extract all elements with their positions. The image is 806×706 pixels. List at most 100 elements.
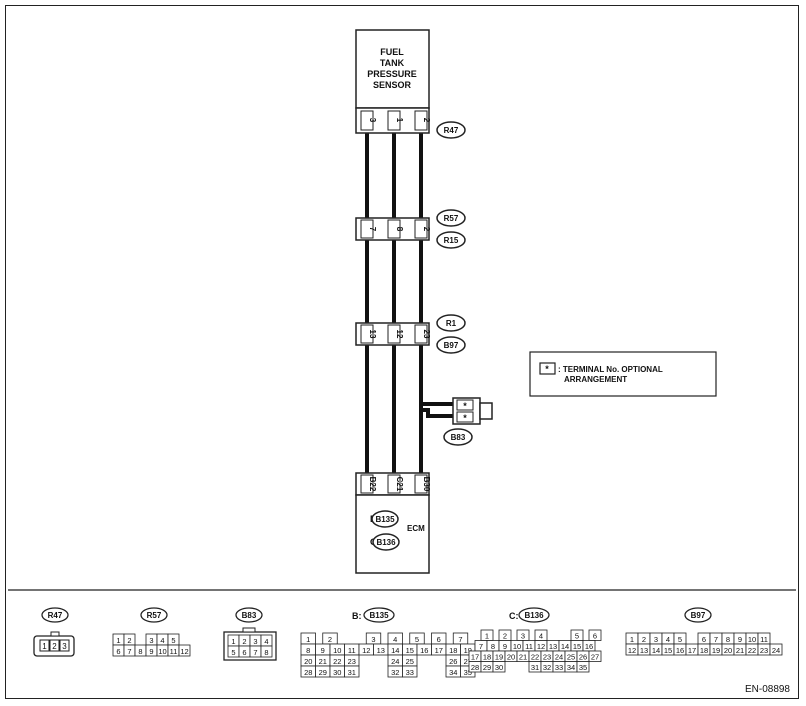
pin-number: 10 bbox=[158, 647, 166, 656]
pin-number: 5 bbox=[231, 648, 235, 657]
bottom-b83-tag bbox=[235, 607, 263, 623]
pin-number: 22 bbox=[748, 646, 756, 655]
pin-number: 8 bbox=[264, 648, 268, 657]
pin-number: 4 bbox=[160, 636, 164, 645]
ecm-pin-1: B22 bbox=[368, 477, 377, 492]
pin-number: 4 bbox=[666, 635, 670, 644]
face-pin: 3 bbox=[62, 642, 67, 651]
r1-tag-label: R1 bbox=[446, 319, 457, 328]
legend-text-1: : TERMINAL No. OPTIONAL bbox=[558, 365, 663, 374]
bottom-r47-label: R47 bbox=[48, 611, 63, 620]
ecm-b135-tag bbox=[371, 510, 399, 528]
pin-number: 34 bbox=[449, 668, 457, 677]
pin-number: 35 bbox=[464, 668, 472, 677]
pin-number: 30 bbox=[495, 663, 503, 672]
pin-number: 25 bbox=[567, 653, 575, 662]
connector-r47: 3 1 2 bbox=[355, 107, 431, 134]
pin-number: 3 bbox=[521, 632, 525, 641]
pin-number: 6 bbox=[702, 635, 706, 644]
r57-tag bbox=[436, 209, 466, 227]
ecm-pin-2: C21 bbox=[395, 477, 404, 492]
pin-number: 29 bbox=[319, 668, 327, 677]
pin-number: 7 bbox=[127, 647, 131, 656]
pin-number: 9 bbox=[503, 642, 507, 651]
bottom-r57-tag bbox=[140, 607, 168, 623]
pin-number: 3 bbox=[654, 635, 658, 644]
pin-number: 22 bbox=[531, 653, 539, 662]
pin-number: 16 bbox=[420, 646, 428, 655]
connector-r57-r15: 7 8 2 bbox=[355, 217, 431, 241]
pin-cell bbox=[260, 645, 273, 658]
bottom-b97-tag bbox=[684, 607, 712, 623]
bottom-r57-label: R57 bbox=[147, 611, 162, 620]
pin-number: 15 bbox=[664, 646, 672, 655]
sensor-label-1: FUEL bbox=[380, 47, 404, 57]
sensor-label-3: PRESSURE bbox=[367, 69, 417, 79]
pin-number: 7 bbox=[479, 642, 483, 651]
pin-number: 13 bbox=[549, 642, 557, 651]
pin-number: 6 bbox=[116, 647, 120, 656]
pin-number: 20 bbox=[724, 646, 732, 655]
r15-pin-2: 8 bbox=[395, 227, 404, 232]
pin-number: 3 bbox=[149, 636, 153, 645]
bottom-r47-tag bbox=[41, 607, 69, 623]
pin-number: 10 bbox=[748, 635, 756, 644]
pin-number: 27 bbox=[591, 653, 599, 662]
pin-number: 33 bbox=[406, 668, 414, 677]
wire-b83-bottom bbox=[421, 408, 453, 418]
pin-number: 4 bbox=[393, 635, 397, 644]
pin-number: 14 bbox=[561, 642, 569, 651]
pin-number: 5 bbox=[678, 635, 682, 644]
pin-number: 18 bbox=[449, 646, 457, 655]
r47-pin-1: 3 bbox=[368, 118, 377, 123]
bottom-b97-label: B97 bbox=[691, 611, 706, 620]
pin-number: 1 bbox=[306, 635, 310, 644]
pin-number: 13 bbox=[377, 646, 385, 655]
diagram-code: EN-08898 bbox=[745, 684, 790, 695]
r15-tag bbox=[436, 231, 466, 249]
pin-number: 19 bbox=[464, 646, 472, 655]
pin-number: 5 bbox=[415, 635, 419, 644]
pin-number: 17 bbox=[471, 653, 479, 662]
pin-number: 35 bbox=[579, 663, 587, 672]
pin-number: 8 bbox=[138, 647, 142, 656]
pin-number: 23 bbox=[348, 657, 356, 666]
pin-number: 2 bbox=[328, 635, 332, 644]
pin-number: 15 bbox=[573, 642, 581, 651]
bottom-b136-tag bbox=[518, 607, 550, 623]
pin-number: 19 bbox=[712, 646, 720, 655]
b83-tag-label: B83 bbox=[451, 433, 466, 442]
pin-number: 23 bbox=[543, 653, 551, 662]
r47-tag bbox=[436, 121, 466, 139]
pin-number: 9 bbox=[738, 635, 742, 644]
pin-number: 11 bbox=[760, 635, 768, 644]
pin-number: 4 bbox=[264, 637, 268, 646]
pin-number: 17 bbox=[688, 646, 696, 655]
pin-number: 16 bbox=[676, 646, 684, 655]
pin-number: 26 bbox=[449, 657, 457, 666]
b83-pin-2: * bbox=[463, 413, 467, 423]
ecm-b136-tag bbox=[372, 533, 400, 551]
pin-number: 11 bbox=[525, 642, 533, 651]
pin-number: 23 bbox=[760, 646, 768, 655]
pin-number: 2 bbox=[642, 635, 646, 644]
pin-number: 2 bbox=[503, 632, 507, 641]
pin-cell bbox=[344, 665, 360, 678]
bottom-b135-label: B135 bbox=[369, 611, 389, 620]
pin-number: 3 bbox=[371, 635, 375, 644]
pin-number: 30 bbox=[333, 668, 341, 677]
pin-number: 31 bbox=[348, 668, 356, 677]
bottom-b136-prefix: C: bbox=[509, 611, 519, 621]
ecm-box bbox=[355, 494, 430, 574]
pin-number: 24 bbox=[555, 653, 563, 662]
pin-number: 9 bbox=[149, 647, 153, 656]
pin-cell bbox=[402, 665, 418, 678]
pin-number: 18 bbox=[700, 646, 708, 655]
bottom-b136-label: B136 bbox=[524, 611, 544, 620]
pin-number: 10 bbox=[513, 642, 521, 651]
pin-number: 20 bbox=[304, 657, 312, 666]
connector-r1-b97: 13 12 23 bbox=[355, 322, 431, 346]
